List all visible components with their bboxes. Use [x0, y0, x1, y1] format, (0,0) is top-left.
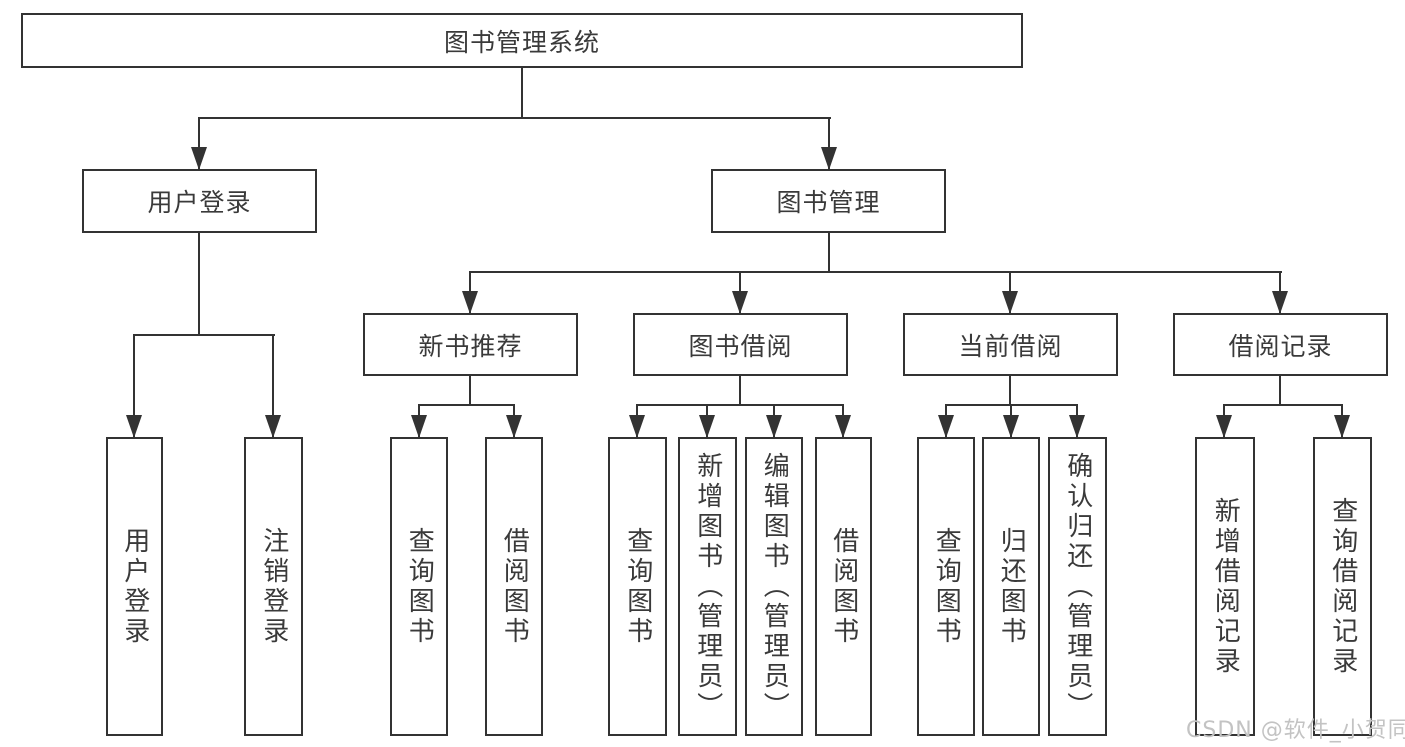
leaf-query-books-borrow: 查询图书	[608, 437, 667, 736]
node-current-borrow-label: 当前借阅	[958, 331, 1063, 361]
connector-line	[198, 117, 831, 119]
connector-arrow	[835, 404, 851, 438]
connector-arrow	[191, 117, 207, 170]
leaf-query-borrow-record-label: 查询借阅记录	[1327, 496, 1358, 677]
leaf-borrow-books-borrow: 借阅图书	[815, 437, 872, 736]
node-library-system-label: 图书管理系统	[443, 27, 600, 57]
connector-line	[418, 404, 515, 406]
connector-line	[521, 68, 523, 118]
connector-arrow	[1069, 404, 1085, 438]
leaf-confirm-return-admin-label: 确认归还（管理员）	[1062, 451, 1093, 722]
node-borrow-records: 借阅记录	[1173, 313, 1388, 376]
connector-line	[739, 376, 741, 406]
connector-line	[828, 233, 830, 273]
leaf-logout-label: 注销登录	[258, 526, 289, 647]
leaf-query-books-current-label: 查询图书	[931, 526, 962, 647]
connector-line	[1279, 376, 1281, 406]
leaf-borrow-books-recommend-label: 借阅图书	[499, 526, 530, 647]
connector-arrow	[411, 404, 427, 438]
leaf-add-borrow-record: 新增借阅记录	[1195, 437, 1255, 736]
leaf-borrow-books-recommend: 借阅图书	[485, 437, 543, 736]
node-user-login: 用户登录	[82, 169, 317, 233]
leaf-query-books-borrow-label: 查询图书	[622, 526, 653, 647]
node-current-borrow: 当前借阅	[903, 313, 1118, 376]
connector-arrow	[462, 271, 478, 314]
leaf-edit-book-admin-label: 编辑图书（管理员）	[759, 451, 790, 722]
node-book-borrow: 图书借阅	[633, 313, 848, 376]
leaf-user-login-label: 用户登录	[119, 526, 150, 647]
connector-arrow	[265, 334, 281, 438]
leaf-add-book-admin: 新增图书（管理员）	[678, 437, 737, 736]
connector-arrow	[506, 404, 522, 438]
leaf-logout: 注销登录	[244, 437, 303, 736]
connector-arrow	[1272, 271, 1288, 314]
leaf-borrow-books-borrow-label: 借阅图书	[828, 526, 859, 647]
leaf-user-login: 用户登录	[106, 437, 163, 736]
leaf-query-books-recommend-label: 查询图书	[404, 526, 435, 647]
connector-line	[1009, 376, 1011, 406]
leaf-query-books-recommend: 查询图书	[390, 437, 448, 736]
node-book-management: 图书管理	[711, 169, 946, 233]
leaf-add-book-admin-label: 新增图书（管理员）	[692, 451, 723, 722]
leaf-add-borrow-record-label: 新增借阅记录	[1210, 496, 1241, 677]
connector-arrow	[699, 404, 715, 438]
connector-arrow	[629, 404, 645, 438]
node-new-book-recommend: 新书推荐	[363, 313, 578, 376]
leaf-query-borrow-record: 查询借阅记录	[1313, 437, 1372, 736]
node-borrow-records-label: 借阅记录	[1228, 331, 1333, 361]
node-book-borrow-label: 图书借阅	[688, 331, 793, 361]
leaf-query-books-current: 查询图书	[917, 437, 975, 736]
node-user-login-label: 用户登录	[147, 188, 252, 217]
node-new-book-recommend-label: 新书推荐	[418, 331, 523, 361]
connector-line	[636, 404, 844, 406]
connector-arrow	[938, 404, 954, 438]
connector-line	[469, 376, 471, 406]
connector-arrow	[732, 271, 748, 314]
connector-arrow	[1003, 404, 1019, 438]
connector-arrow	[766, 404, 782, 438]
connector-arrow	[1334, 404, 1350, 438]
leaf-edit-book-admin: 编辑图书（管理员）	[745, 437, 803, 736]
connector-arrow	[821, 117, 837, 170]
connector-line	[198, 233, 200, 336]
connector-line	[469, 271, 1282, 273]
connector-line	[133, 334, 275, 336]
watermark: CSDN @软件_小贺同学	[1186, 718, 1405, 743]
leaf-return-book-label: 归还图书	[996, 526, 1027, 647]
leaf-confirm-return-admin: 确认归还（管理员）	[1048, 437, 1107, 736]
connector-arrow	[1216, 404, 1232, 438]
node-book-management-label: 图书管理	[776, 188, 881, 217]
node-library-system: 图书管理系统	[21, 13, 1023, 68]
leaf-return-book: 归还图书	[982, 437, 1040, 736]
connector-arrow	[126, 334, 142, 438]
connector-arrow	[1002, 271, 1018, 314]
connector-line	[1223, 404, 1343, 406]
